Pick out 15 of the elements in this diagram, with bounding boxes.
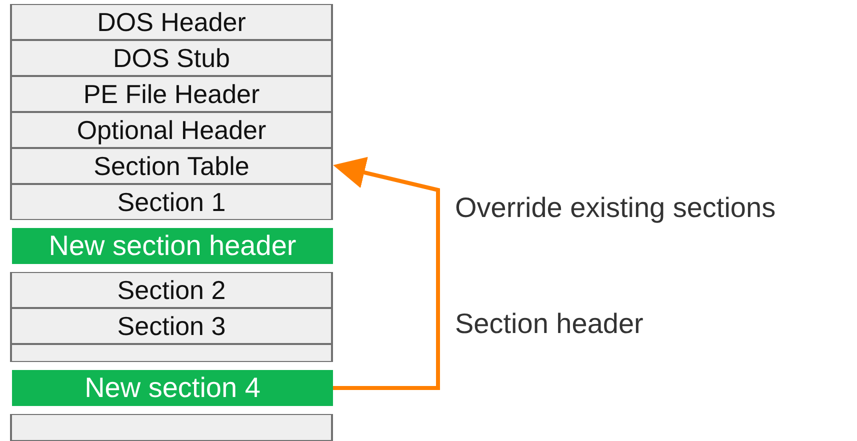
layout-block: DOS Header — [10, 4, 333, 40]
layout-block: Section Table — [10, 148, 333, 184]
empty-block — [10, 344, 333, 362]
highlight-bar: New section 4 — [12, 370, 333, 406]
highlight-bar: New section header — [12, 228, 333, 264]
annotation-text: Override existing sections — [455, 192, 776, 224]
layout-block: PE File Header — [10, 76, 333, 112]
layout-block: DOS Stub — [10, 40, 333, 76]
layout-block: Section 1 — [10, 184, 333, 220]
arrow — [333, 156, 440, 390]
annotation-text: Section header — [455, 308, 644, 340]
layout-block: Section 2 — [10, 272, 333, 308]
layout-block: Optional Header — [10, 112, 333, 148]
layout-block: Section 3 — [10, 308, 333, 344]
empty-block — [10, 414, 333, 441]
